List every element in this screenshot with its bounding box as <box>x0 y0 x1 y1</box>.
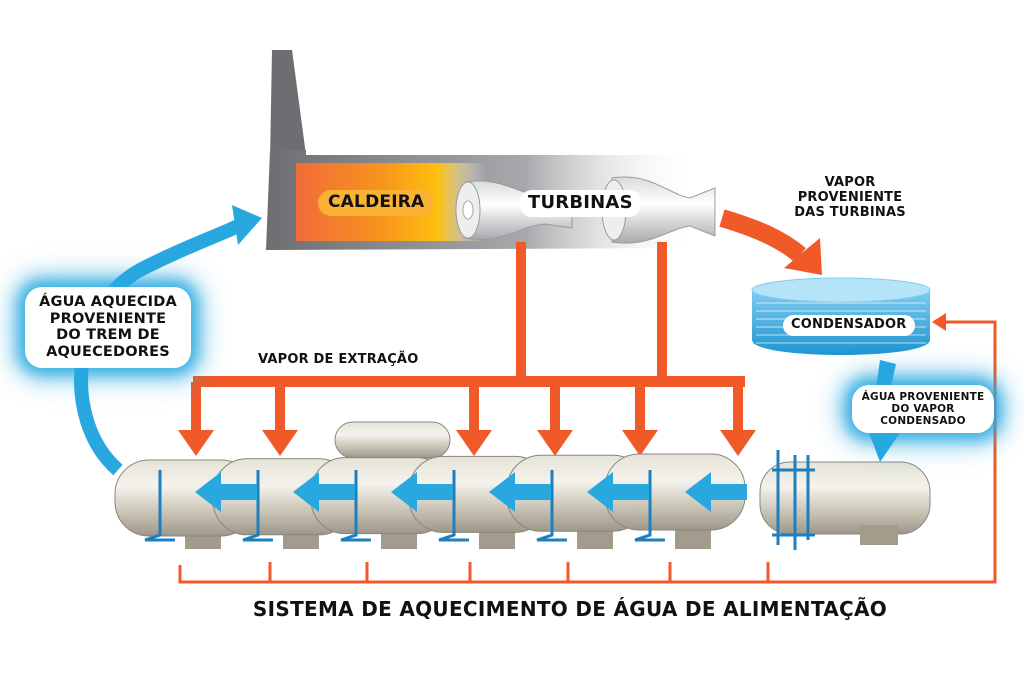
final-heater <box>759 461 931 535</box>
heater-train <box>114 421 931 550</box>
steam-from-turbines-label: VAPOR PROVENIENTE DAS TURBINAS <box>780 175 920 221</box>
steam-from-turbines-line-2: PROVENIENTE <box>797 189 903 205</box>
condensed-water-line-3: CONDENSADO <box>880 415 966 428</box>
steam-from-turbines-line-1: VAPOR <box>824 175 876 190</box>
steam-to-condenser-arrow <box>719 209 822 275</box>
extraction-arrow-stem <box>635 382 645 432</box>
extraction-arrow-head <box>537 430 573 456</box>
condenser-label: CONDENSADOR <box>783 315 915 336</box>
heated-water-line-1: ÁGUA AQUECIDA <box>39 294 177 310</box>
heated-water-line-2: PROVENIENTE <box>49 310 167 327</box>
condensate-return-pipe <box>178 313 997 584</box>
extraction-arrow-stem <box>275 382 285 432</box>
deaerator-tank <box>334 421 451 459</box>
valve-assembly <box>772 450 815 550</box>
extraction-arrow-stem <box>733 382 743 432</box>
smokestack <box>270 50 306 160</box>
condensed-water-label: ÁGUA PROVENIENTE DO VAPOR CONDENSADO <box>855 388 991 431</box>
heated-water-line-3: DO TREM DE <box>56 327 160 344</box>
turbine-1 <box>455 180 573 240</box>
feedwater-flow-arrow <box>685 472 747 512</box>
feedwater-flow-arrow <box>587 472 649 512</box>
extraction-steam-manifold <box>178 242 756 456</box>
feedwater-flow-arrow <box>391 472 453 512</box>
heated-water-arrow <box>74 205 262 476</box>
extraction-arrow-stem <box>469 382 479 432</box>
condensed-water-line-2: DO VAPOR <box>891 403 955 416</box>
diagram-title: SISTEMA DE AQUECIMENTO DE ÁGUA DE ALIMEN… <box>252 597 888 621</box>
feedwater-flow-arrow <box>489 472 551 512</box>
extraction-arrow-head <box>456 430 492 456</box>
extraction-arrow-head <box>262 430 298 456</box>
steam-from-turbines-line-3: DAS TURBINAS <box>794 204 906 220</box>
extraction-arrow-stem <box>550 382 560 432</box>
extraction-steam-label: VAPOR DE EXTRAÇÃO <box>258 352 419 367</box>
heated-water-line-4: AQUECEDORES <box>46 344 170 361</box>
extraction-arrow-head <box>178 430 214 456</box>
heater-6 <box>604 453 746 549</box>
extraction-arrow-head <box>622 430 658 456</box>
heated-water-label: ÁGUA AQUECIDA PROVENIENTE DO TREM DE AQU… <box>28 290 188 365</box>
feedwater-flow-arrow <box>195 472 257 512</box>
feedwater-flow-arrow <box>293 472 355 512</box>
turbines-label: TURBINAS <box>520 190 641 217</box>
extraction-arrow-stem <box>191 382 201 432</box>
boiler-label: CALDEIRA <box>318 190 435 216</box>
condensed-water-line-1: ÁGUA PROVENIENTE <box>861 391 985 403</box>
extraction-arrow-head <box>720 430 756 456</box>
